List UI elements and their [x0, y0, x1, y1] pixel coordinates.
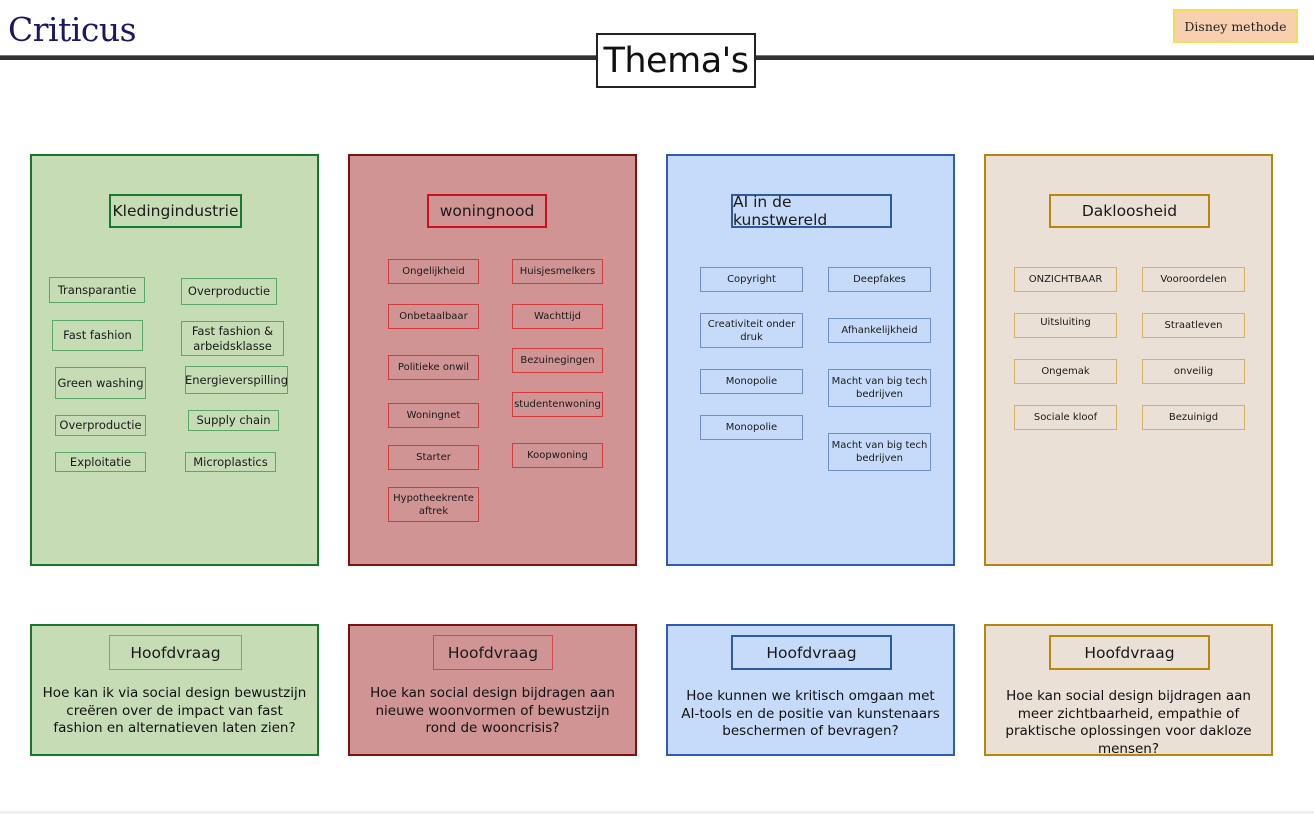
- theme-title[interactable]: Dakloosheid: [1049, 194, 1210, 228]
- tag[interactable]: Huisjesmelkers: [512, 259, 603, 284]
- theme-card-kledingindustrie: Kledingindustrie Transparantie Overprodu…: [30, 154, 319, 566]
- question-card-ai-in-de-kunstwereld: Hoofdvraag Hoe kunnen we kritisch omgaan…: [666, 624, 955, 756]
- question-text: Hoe kunnen we kritisch omgaan met AI-too…: [681, 688, 940, 740]
- tag[interactable]: Woningnet: [388, 403, 479, 428]
- question-card-woningnood: Hoofdvraag Hoe kan social design bijdrag…: [348, 624, 637, 756]
- tag[interactable]: Creativiteit onder druk: [700, 313, 803, 348]
- footer-divider: [0, 811, 1314, 814]
- tag[interactable]: Overproductie: [55, 415, 146, 436]
- page-title: Thema's: [596, 33, 756, 88]
- tag[interactable]: Uitsluiting: [1014, 313, 1117, 338]
- tag[interactable]: Hypotheekrente aftrek: [388, 487, 479, 522]
- tag[interactable]: Transparantie: [49, 277, 145, 303]
- tag[interactable]: Bezuinegingen: [512, 348, 603, 373]
- theme-title[interactable]: Kledingindustrie: [109, 194, 242, 228]
- tag[interactable]: Fast fashion & arbeidsklasse: [181, 321, 284, 356]
- tag[interactable]: Wachttijd: [512, 304, 603, 329]
- tag[interactable]: Fast fashion: [52, 320, 143, 351]
- tag[interactable]: Deepfakes: [828, 267, 931, 292]
- tag[interactable]: Monopolie: [700, 415, 803, 440]
- tag[interactable]: Vooroordelen: [1142, 267, 1245, 292]
- theme-card-woningnood: woningnood Ongelijkheid Huisjesmelkers O…: [348, 154, 637, 566]
- logo[interactable]: Criticus: [8, 10, 137, 49]
- tag[interactable]: onveilig: [1142, 359, 1245, 384]
- question-card-kledingindustrie: Hoofdvraag Hoe kan ik via social design …: [30, 624, 319, 756]
- tag[interactable]: Straatleven: [1142, 313, 1245, 338]
- question-title[interactable]: Hoofdvraag: [109, 635, 242, 670]
- tag[interactable]: ONZICHTBAAR: [1014, 267, 1117, 292]
- tag[interactable]: Supply chain: [188, 410, 279, 431]
- tag[interactable]: studentenwoning: [512, 392, 603, 417]
- tag[interactable]: Energieverspilling: [185, 366, 288, 394]
- tag[interactable]: Copyright: [700, 267, 803, 292]
- tag[interactable]: Afhankelijkheid: [828, 318, 931, 343]
- question-title[interactable]: Hoofdvraag: [1049, 635, 1210, 670]
- tag[interactable]: Bezuinigd: [1142, 405, 1245, 430]
- tag[interactable]: Onbetaalbaar: [388, 304, 479, 329]
- question-text: Hoe kan ik via social design bewustzijn …: [42, 685, 307, 737]
- tag[interactable]: Macht van big tech bedrijven: [828, 369, 931, 407]
- tag[interactable]: Green washing: [55, 367, 146, 399]
- theme-card-dakloosheid: Dakloosheid ONZICHTBAAR Vooroordelen Uit…: [984, 154, 1273, 566]
- theme-title[interactable]: AI in de kunstwereld: [731, 193, 892, 229]
- tag[interactable]: Macht van big tech bedrijven: [828, 433, 931, 471]
- tag[interactable]: Ongemak: [1014, 359, 1117, 384]
- question-text: Hoe kan social design bijdragen aan nieu…: [370, 685, 615, 737]
- theme-card-ai-in-de-kunstwereld: AI in de kunstwereld Copyright Deepfakes…: [666, 154, 955, 566]
- disney-methode-button[interactable]: Disney methode: [1173, 9, 1298, 43]
- tag[interactable]: Exploitatie: [55, 452, 146, 472]
- tag[interactable]: Koopwoning: [512, 443, 603, 468]
- question-text: Hoe kan social design bijdragen aan meer…: [1005, 688, 1252, 757]
- question-title[interactable]: Hoofdvraag: [433, 635, 553, 670]
- tag[interactable]: Ongelijkheid: [388, 259, 479, 284]
- question-title[interactable]: Hoofdvraag: [731, 635, 892, 670]
- tag[interactable]: Microplastics: [185, 452, 276, 472]
- tag[interactable]: Sociale kloof: [1014, 405, 1117, 430]
- tag[interactable]: Overproductie: [181, 278, 277, 305]
- question-card-dakloosheid: Hoofdvraag Hoe kan social design bijdrag…: [984, 624, 1273, 757]
- theme-title[interactable]: woningnood: [427, 194, 547, 228]
- tag[interactable]: Starter: [388, 445, 479, 470]
- tag[interactable]: Monopolie: [700, 369, 803, 394]
- tag[interactable]: Politieke onwil: [388, 355, 479, 380]
